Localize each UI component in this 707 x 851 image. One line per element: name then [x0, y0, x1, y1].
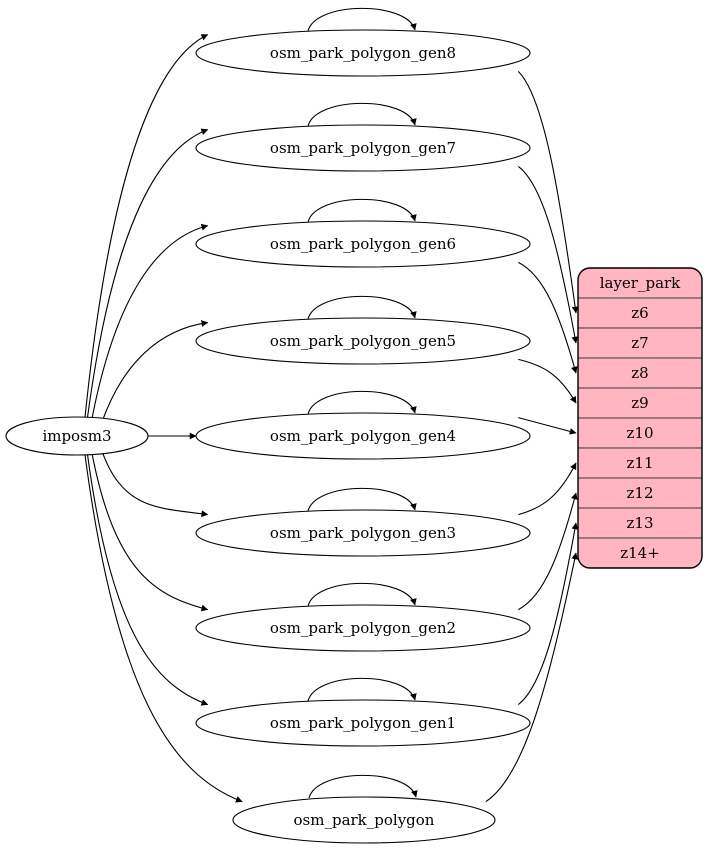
table-row-cell[interactable]: z6	[578, 297, 702, 329]
edge-gen5-to-z9	[518, 358, 577, 404]
node-label: osm_park_polygon	[294, 811, 435, 829]
table-row-cell[interactable]: z13	[578, 507, 702, 539]
cell-bg	[578, 537, 702, 568]
table-row-cell[interactable]: z10	[578, 417, 702, 449]
node-shape	[195, 317, 531, 365]
table-row-label: z7	[631, 334, 648, 352]
table-layer: layer_park z6 z7 z8 z9 z10 z11 z12 z13 z14+	[577, 267, 703, 569]
table-row-cell[interactable]: z8	[578, 357, 702, 389]
table-row-cell[interactable]: z9	[578, 387, 702, 419]
table-row-label: z10	[627, 424, 654, 442]
table-row-label: z9	[631, 394, 648, 412]
edge-gen8-to-z6	[517, 71, 579, 314]
table-header-cell[interactable]: layer_park	[578, 268, 702, 299]
edge-gen7-to-z7	[517, 165, 579, 344]
node-shape	[232, 796, 496, 844]
node-label: imposm3	[42, 427, 111, 445]
table-row-label: z12	[627, 484, 654, 502]
node-gen2[interactable]: osm_park_polygon_gen2	[195, 604, 531, 652]
node-shape	[195, 220, 531, 268]
edge-gen1-to-z13	[517, 522, 579, 706]
edge-selfloop-gen1	[307, 677, 417, 702]
table-outline	[577, 267, 703, 569]
edge-imposm3-to-gen8	[84, 34, 209, 418]
node-shape	[195, 29, 531, 77]
edge-selfloop-gen8	[307, 7, 417, 32]
edge-imposm3-to-gen2	[91, 453, 209, 612]
edge-selfloop-gen3	[307, 487, 417, 512]
edge-imposm3-to-gen7	[86, 128, 209, 418]
edge-gen6-to-z8	[518, 261, 578, 374]
node-label: osm_park_polygon_gen5	[270, 332, 456, 350]
table-row-cell[interactable]: z14+	[578, 537, 702, 568]
node-shape	[195, 604, 531, 652]
cell-bg	[578, 447, 702, 479]
cell-bg	[578, 477, 702, 509]
edge-gen3-to-z11	[518, 462, 577, 516]
table-row-label: z11	[627, 454, 654, 472]
table-row-cell[interactable]: z11	[578, 447, 702, 479]
node-label: osm_park_polygon_gen3	[270, 524, 456, 542]
node-shape	[5, 416, 149, 456]
table-row-label: z6	[631, 304, 648, 322]
node-shape	[195, 509, 531, 557]
node-label: osm_park_polygon_gen2	[270, 619, 456, 637]
node-gen1[interactable]: osm_park_polygon_gen1	[195, 699, 531, 747]
node-label: osm_park_polygon_gen4	[270, 427, 456, 445]
edge-imposm3-to-base	[84, 454, 243, 803]
table-row-label: z14+	[620, 544, 660, 562]
node-gen4[interactable]: osm_park_polygon_gen4	[195, 412, 531, 460]
cell-bg	[578, 387, 702, 419]
node-label: osm_park_polygon_gen8	[270, 44, 456, 62]
node-gen5[interactable]: osm_park_polygon_gen5	[195, 317, 531, 365]
edge-imposm3-to-gen5	[101, 320, 209, 422]
node-label: osm_park_polygon_gen1	[270, 714, 456, 732]
node-layer: imposm3 osm_park_polygon_gen8 osm_park_pol…	[5, 29, 531, 844]
edge-base-to-z14+	[485, 552, 579, 803]
edge-selfloop-gen4	[307, 390, 417, 415]
node-shape	[195, 699, 531, 747]
table-row-cell[interactable]: z12	[578, 477, 702, 509]
edge-selfloop-gen6	[307, 198, 417, 223]
edge-gen2-to-z12	[518, 492, 578, 611]
table-row-cell[interactable]: z7	[578, 327, 702, 359]
edge-selfloop-gen5	[307, 295, 417, 320]
cell-bg	[578, 507, 702, 539]
table-row-label: z13	[627, 514, 654, 532]
edge-imposm3-to-gen3	[101, 450, 209, 518]
node-imposm3[interactable]: imposm3	[5, 416, 149, 456]
table-header-label: layer_park	[600, 274, 681, 292]
edge-imposm3-to-gen1	[86, 454, 209, 706]
table-row-label: z8	[631, 364, 648, 382]
edge-layer	[84, 7, 579, 803]
cell-bg	[578, 417, 702, 449]
node-label: osm_park_polygon_gen6	[270, 235, 456, 253]
edge-imposm3-to-gen6	[91, 223, 209, 419]
node-gen6[interactable]: osm_park_polygon_gen6	[195, 220, 531, 268]
node-label: osm_park_polygon_gen7	[270, 139, 456, 157]
node-shape	[195, 124, 531, 172]
node-gen8[interactable]: osm_park_polygon_gen8	[195, 29, 531, 77]
cell-bg	[578, 327, 702, 359]
node-gen3[interactable]: osm_park_polygon_gen3	[195, 509, 531, 557]
edge-gen4-to-z10	[518, 417, 577, 435]
node-gen7[interactable]: osm_park_polygon_gen7	[195, 124, 531, 172]
layer-park-table: layer_park z6 z7 z8 z9 z10 z11 z12 z13 z14+	[577, 267, 703, 569]
node-shape	[195, 412, 531, 460]
edge-selfloop-gen7	[307, 102, 417, 127]
edge-selfloop-gen2	[307, 582, 417, 607]
edge-selfloop-base	[308, 774, 418, 799]
node-base[interactable]: osm_park_polygon	[232, 796, 496, 844]
